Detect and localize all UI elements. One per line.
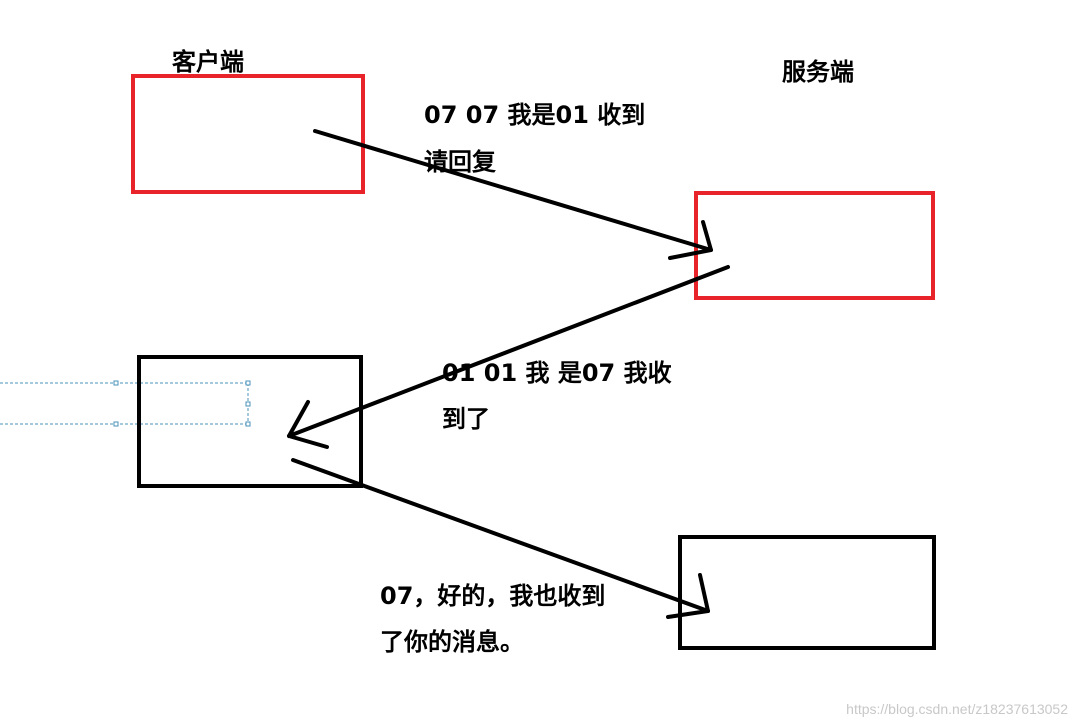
arrow-server-to-client: [287, 265, 730, 449]
client-label: 客户端: [172, 48, 244, 76]
selection-handle[interactable]: [245, 401, 251, 407]
arrow-client-to-server: [313, 129, 713, 260]
client-reply-box: [137, 355, 363, 488]
server-request-box: [694, 191, 935, 300]
message-1-line-2: 请回复: [424, 148, 496, 176]
server-reply-box: [678, 535, 936, 650]
message-3-line-1: 07，好的，我也收到: [380, 582, 606, 610]
message-2-line-1: 01 01 我 是07 我收: [442, 359, 672, 387]
selection-handle[interactable]: [113, 380, 119, 386]
message-1-line-1: 07 07 我是01 收到: [424, 101, 646, 129]
selection-handles[interactable]: [0, 380, 251, 427]
message-3-line-2: 了你的消息。: [380, 628, 524, 656]
selection-handle[interactable]: [245, 380, 251, 386]
server-label: 服务端: [782, 58, 854, 86]
arrow-client-to-server-ack: [291, 458, 710, 619]
message-2-line-2: 到了: [442, 405, 490, 433]
selection-handle[interactable]: [113, 421, 119, 427]
client-request-box: [131, 74, 365, 194]
selection-handle[interactable]: [245, 421, 251, 427]
watermark-text: https://blog.csdn.net/z18237613052: [846, 701, 1068, 717]
